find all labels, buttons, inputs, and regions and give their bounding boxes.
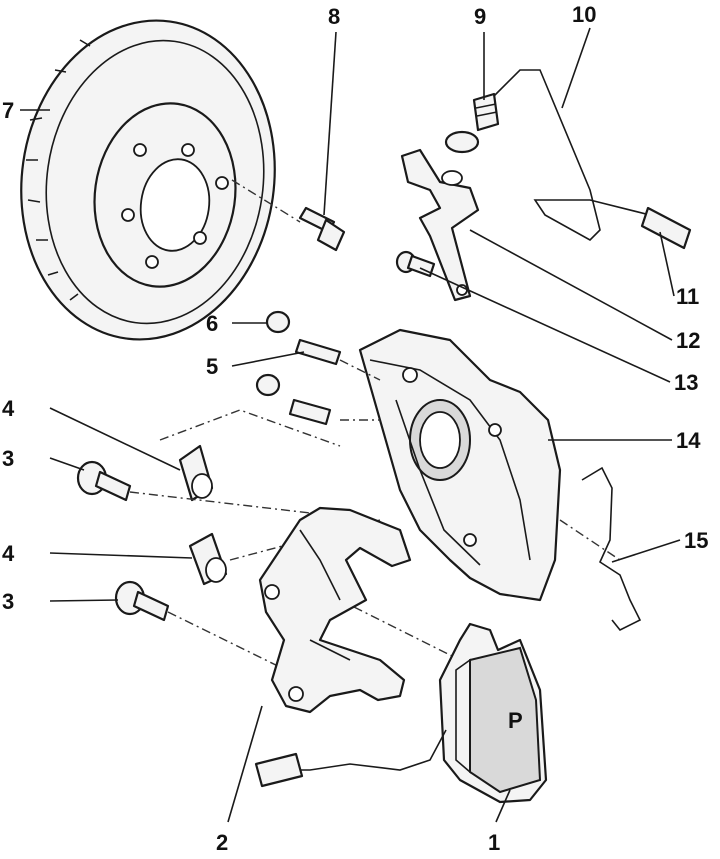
retaining-spring [581,466,642,632]
guide-pin-lower [288,398,332,426]
callout-9: 9 [474,4,486,29]
brake-carrier [258,506,412,714]
callout-10: 10 [572,2,596,27]
callout-7: 7 [2,98,14,123]
brake-disc [20,19,276,341]
guide-pin-upper [294,338,342,366]
callout-13: 13 [674,370,698,395]
callout-14: 14 [676,428,701,453]
callout-12: 12 [676,328,700,353]
brake-line [493,69,692,250]
carrier-bolt-upper [76,460,132,502]
carrier-bolt-lower [114,580,170,622]
callout-6: 6 [206,311,218,336]
leader-lines [20,27,681,823]
disc-securing-bolt [298,206,346,252]
callout-1: 1 [488,830,500,855]
callout-5: 5 [206,354,218,379]
callout-3-lower: 3 [2,589,14,614]
wear-sensor-wire [254,729,447,788]
bushing-lower [188,532,228,586]
protective-cap-lower [255,373,281,397]
brake-hose-connector [444,92,500,154]
callout-15: 15 [684,528,708,553]
hose-bracket [400,148,480,302]
brake-pads: P [438,622,548,804]
callout-4-upper: 4 [2,396,15,421]
callout-4-lower: 4 [2,541,15,566]
bushing-upper [178,444,214,502]
callout-2: 2 [216,830,228,855]
callout-11: 11 [676,284,699,309]
callout-8: 8 [328,4,340,29]
callout-3-upper: 3 [2,446,14,471]
protective-cap-upper [265,310,291,334]
callout-labels: 7 8 9 10 11 12 13 14 15 6 5 4 3 4 3 2 1 [2,2,708,855]
brake-caliper [358,328,562,602]
pad-mark: P [508,708,523,733]
